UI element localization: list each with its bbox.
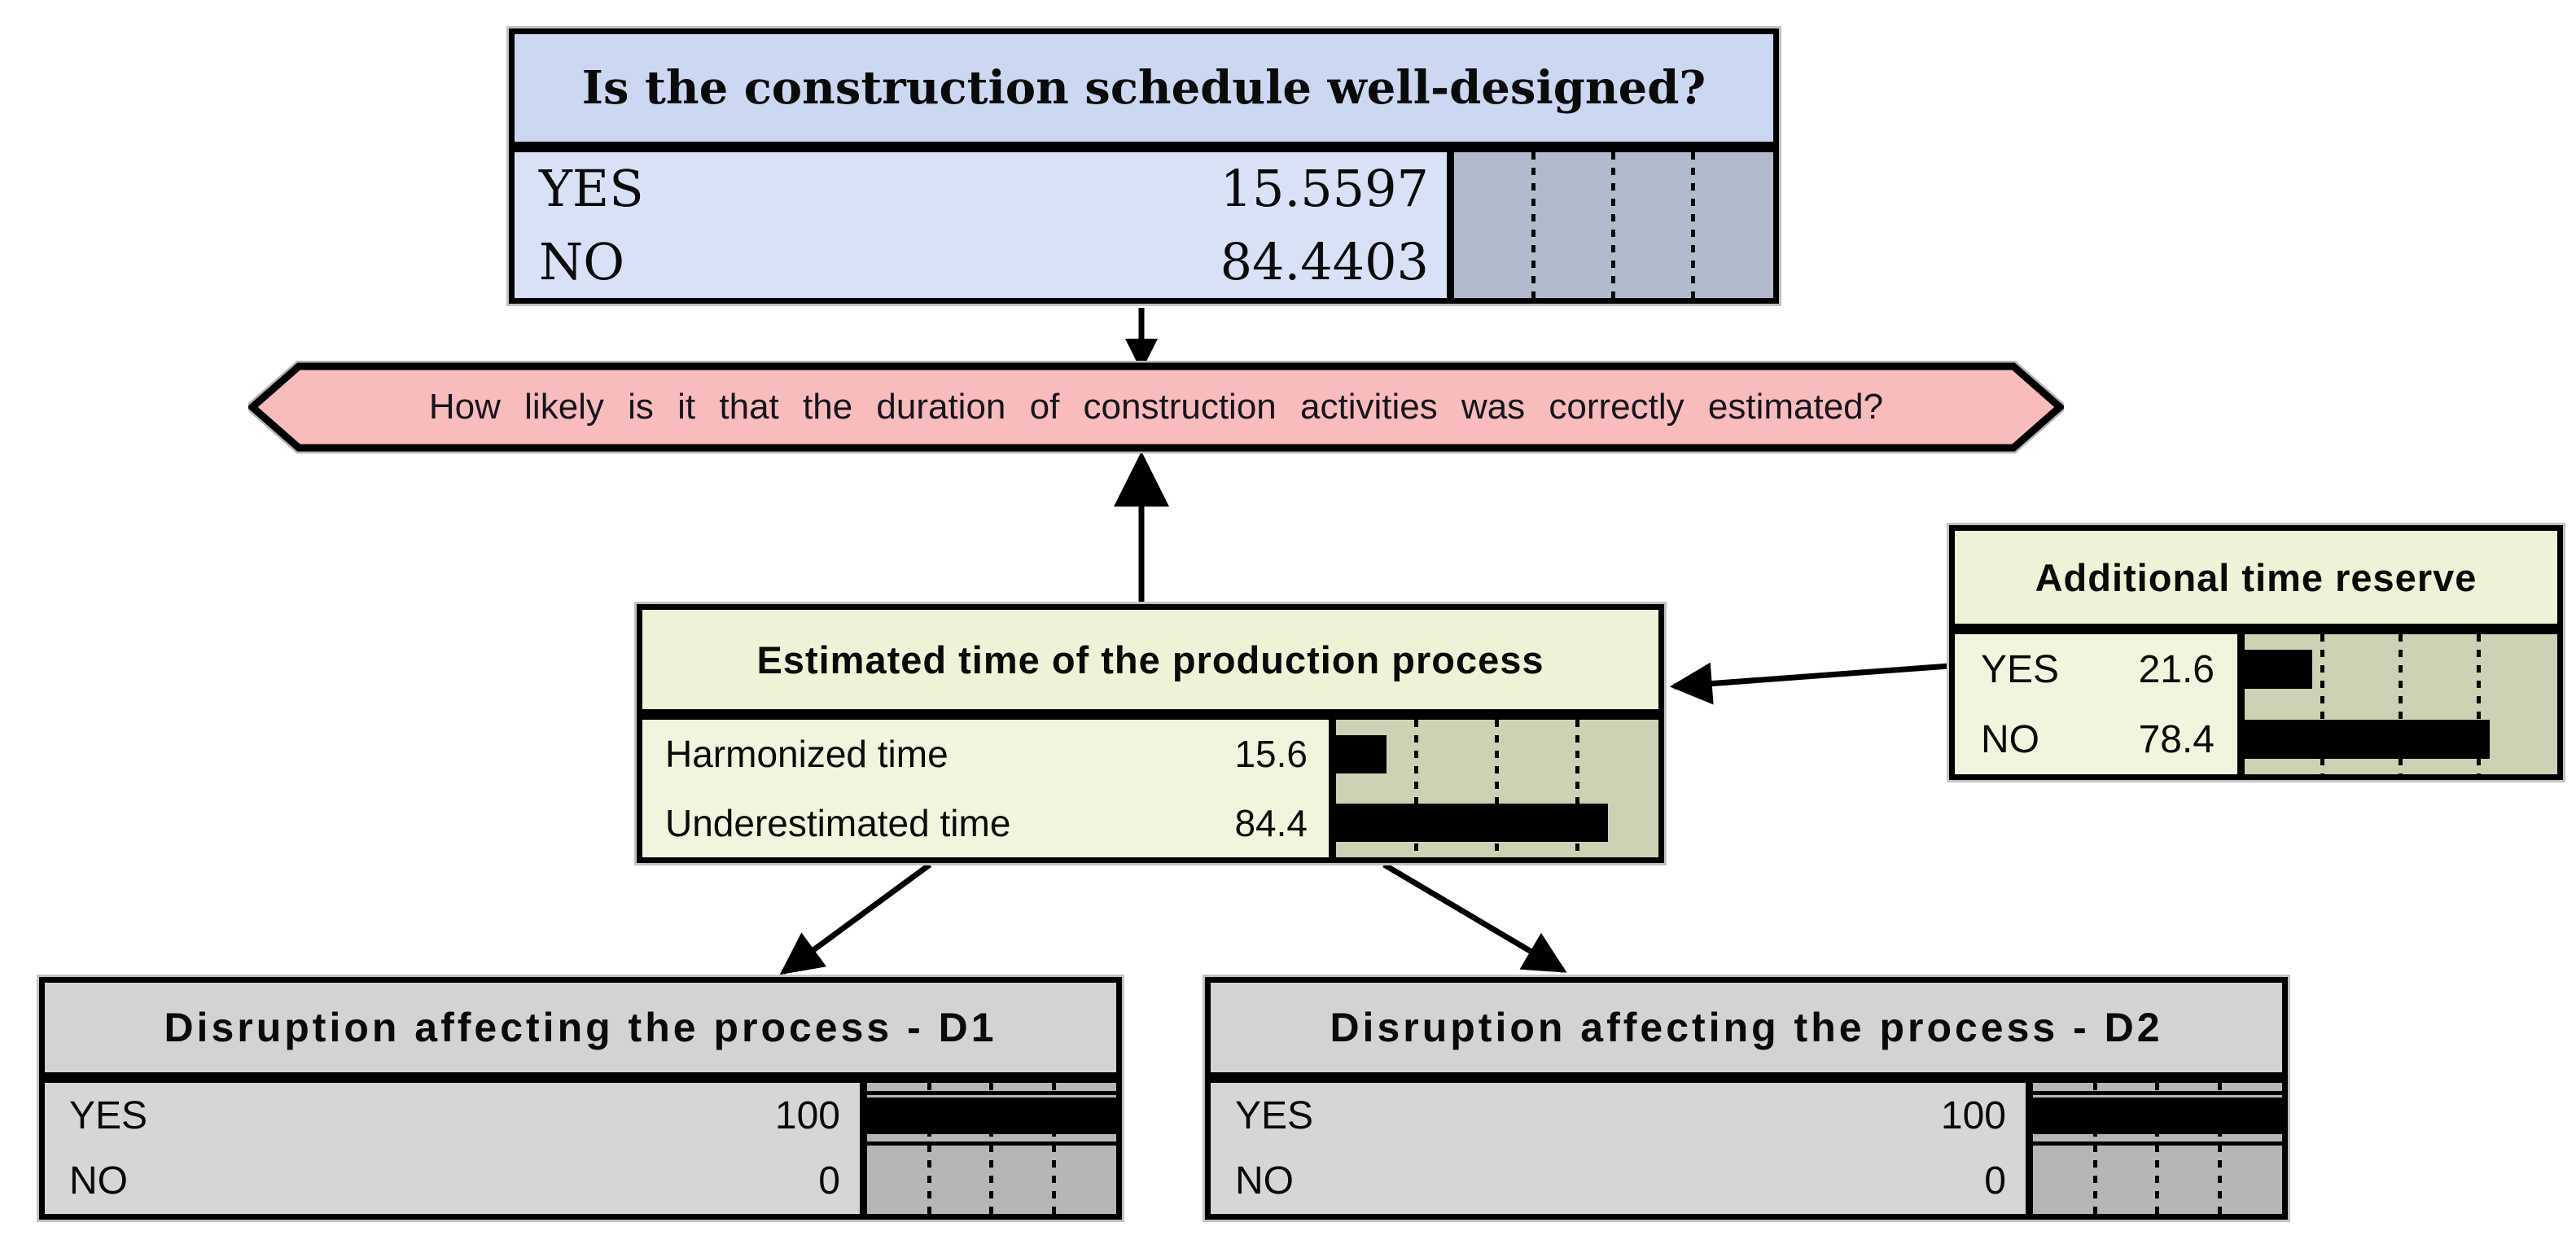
state-label: NO — [1235, 1159, 1294, 1203]
state-row: NO 84.4403 — [515, 226, 1447, 299]
gridline — [1051, 1083, 1056, 1214]
node-title: Disruption affecting the process - D1 — [45, 983, 1116, 1072]
hexagon-shape — [248, 361, 2064, 453]
state-value: 78.4 — [2138, 717, 2215, 761]
bar-panel — [2237, 634, 2557, 774]
state-label: YES — [1235, 1093, 1314, 1137]
gridline — [2399, 634, 2403, 774]
state-row: NO 0 — [1211, 1149, 2026, 1215]
state-label: NO — [69, 1159, 128, 1203]
probability-bar — [1336, 734, 1387, 773]
hexagon-body — [248, 362, 2064, 452]
probability-bar — [2245, 649, 2312, 690]
state-label: Harmonized time — [665, 733, 948, 776]
gridline — [1495, 720, 1499, 857]
question-text: How likely is it that the duration of co… — [428, 387, 1884, 427]
edge-estimated-to-d1[interactable] — [779, 862, 932, 975]
node-title: Estimated time of the production process — [642, 610, 1658, 709]
node-title: Disruption affecting the process - D2 — [1211, 983, 2282, 1072]
title-divider — [45, 1072, 1116, 1083]
state-value: 84.4 — [1234, 801, 1308, 844]
state-value: 100 — [1940, 1093, 2006, 1137]
state-label: YES — [69, 1093, 148, 1137]
node-title: Additional time reserve — [1955, 531, 2557, 624]
state-list: YES 100 NO 0 — [45, 1083, 860, 1214]
state-row: YES 21.6 — [1955, 634, 2237, 704]
edge-estimated-to-d2[interactable] — [1382, 861, 1567, 974]
title-divider — [515, 142, 1773, 152]
gridline — [1691, 152, 1695, 298]
probability-bar — [1336, 804, 1609, 843]
node-disruption-d1[interactable]: Disruption affecting the process - D1 YE… — [39, 977, 1122, 1220]
state-row: Harmonized time 15.6 — [642, 720, 1329, 789]
edge-reserve-to-estimated[interactable] — [1669, 662, 1950, 705]
gridline — [1611, 152, 1615, 298]
bar-panel — [1329, 720, 1658, 857]
title-divider — [1955, 624, 2557, 634]
state-value: 0 — [818, 1159, 840, 1203]
state-list: YES 15.5597 NO 84.4403 — [515, 152, 1447, 298]
title-divider — [642, 709, 1658, 720]
state-list: YES 100 NO 0 — [1211, 1083, 2026, 1214]
state-row: YES 15.5597 — [515, 152, 1447, 226]
state-row: YES 100 — [1211, 1083, 2026, 1149]
gridline — [927, 1083, 931, 1214]
gridline — [2092, 1083, 2097, 1214]
state-value: 100 — [774, 1093, 840, 1137]
state-value: 21.6 — [2138, 647, 2215, 691]
state-list: Harmonized time 15.6 Underestimated time… — [642, 720, 1329, 857]
node-title: Is the construction schedule well-design… — [515, 34, 1773, 142]
state-label: YES — [1981, 647, 2060, 691]
gridline — [1414, 720, 1418, 857]
state-row: YES 100 — [45, 1083, 860, 1149]
node-additional-time-reserve[interactable]: Additional time reserve YES 21.6 NO 78.4 — [1949, 525, 2563, 780]
bar-panel — [1447, 152, 1773, 298]
state-value: 0 — [1984, 1159, 2006, 1203]
full-bar-edge — [867, 1090, 1116, 1095]
state-label: YES — [539, 159, 644, 219]
full-bar-edge — [2033, 1090, 2282, 1095]
state-row: NO 78.4 — [1955, 704, 2237, 774]
node-question-hexagon[interactable]: How likely is it that the duration of co… — [248, 361, 2064, 453]
node-estimated-time[interactable]: Estimated time of the production process… — [637, 604, 1664, 863]
probability-bar — [2033, 1097, 2282, 1134]
gridline — [989, 1083, 993, 1214]
title-divider — [1211, 1072, 2282, 1083]
state-value: 15.5597 — [1220, 159, 1429, 219]
state-row: Underestimated time 84.4 — [642, 789, 1329, 858]
state-label: Underestimated time — [665, 801, 1011, 844]
state-label: NO — [539, 231, 625, 291]
full-bar-edge — [2033, 1141, 2282, 1146]
state-value: 84.4403 — [1220, 231, 1429, 291]
node-construction-schedule[interactable]: Is the construction schedule well-design… — [509, 28, 1779, 304]
full-bar-edge — [867, 1141, 1116, 1146]
state-row: NO 0 — [45, 1149, 860, 1215]
gridline — [2320, 634, 2324, 774]
state-label: NO — [1981, 717, 2039, 761]
bar-panel — [860, 1083, 1116, 1214]
state-value: 15.6 — [1234, 733, 1308, 776]
probability-bar — [2245, 719, 2491, 760]
gridline — [1531, 152, 1536, 298]
bar-panel — [2026, 1083, 2282, 1214]
probability-bar — [867, 1097, 1116, 1134]
node-disruption-d2[interactable]: Disruption affecting the process - D2 YE… — [1205, 977, 2288, 1220]
gridline — [2477, 634, 2481, 774]
state-list: YES 21.6 NO 78.4 — [1955, 634, 2237, 774]
gridline — [2217, 1083, 2222, 1214]
gridline — [1575, 720, 1579, 857]
gridline — [2155, 1083, 2159, 1214]
